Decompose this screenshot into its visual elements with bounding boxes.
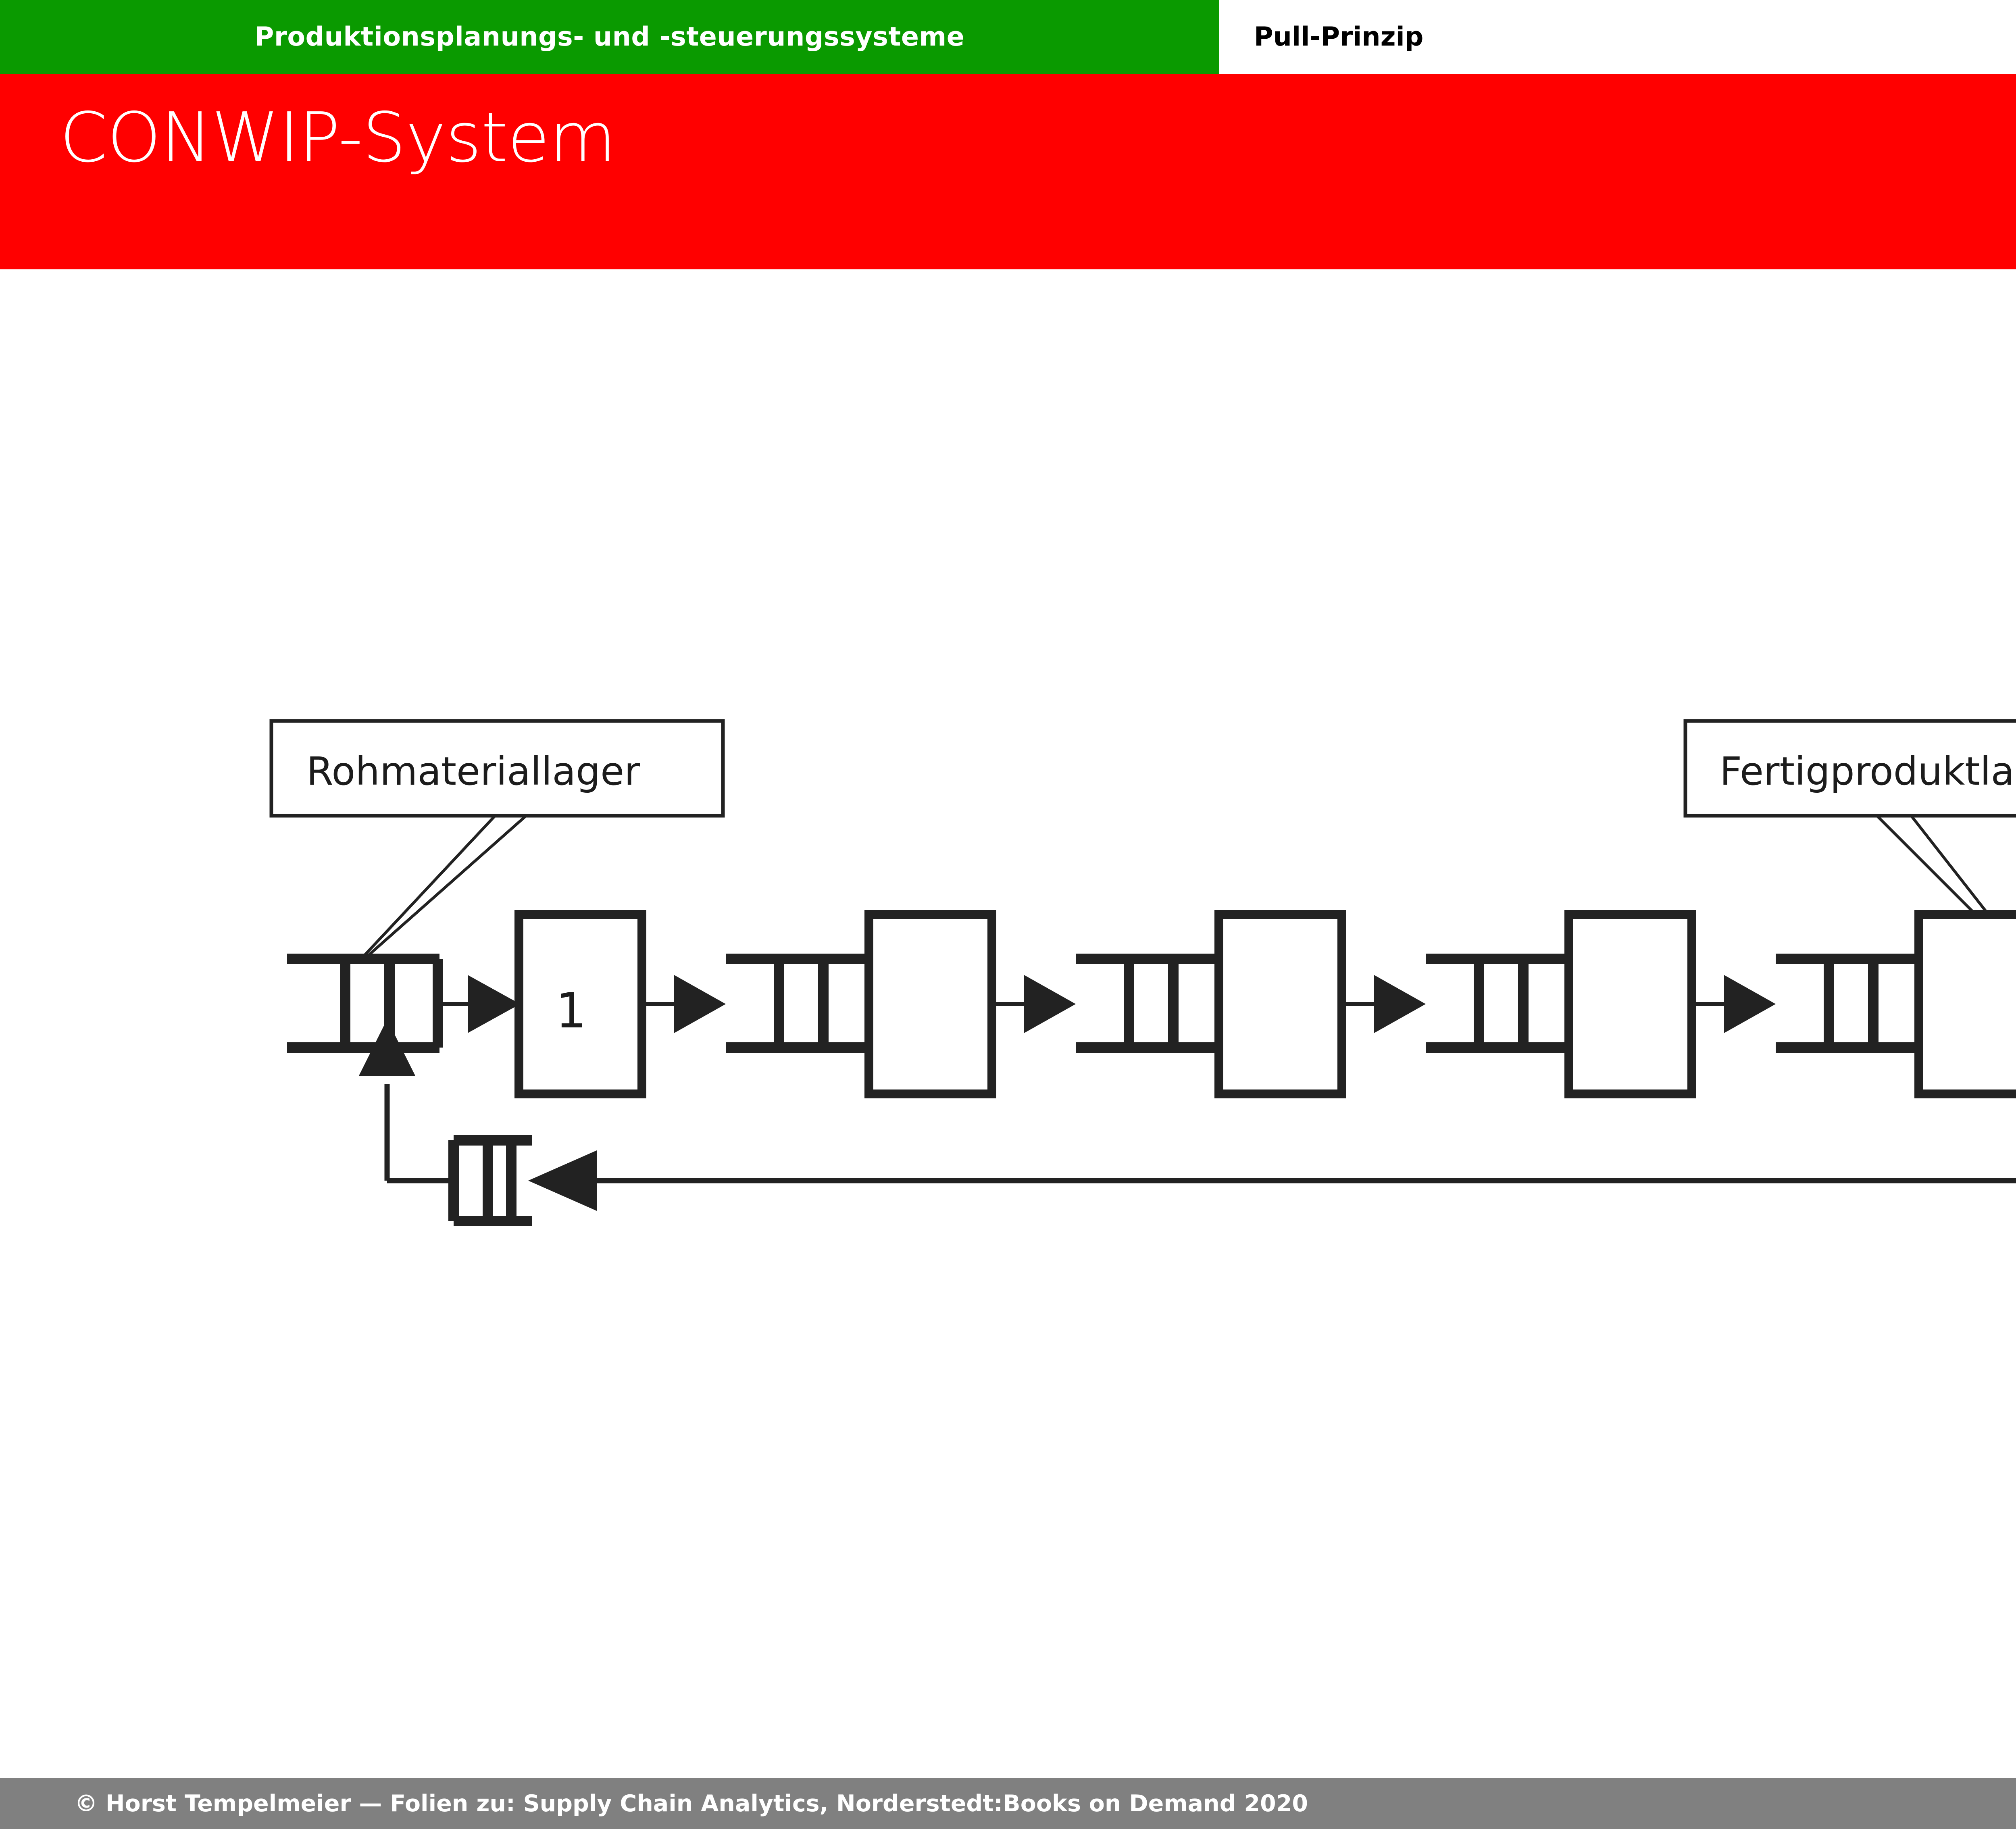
machine-label-1: 1 xyxy=(556,983,586,1039)
buffer-conwip-cards xyxy=(448,1135,532,1226)
callout-label-fertigproduktlager: Fertigproduktlager xyxy=(1720,749,2016,794)
slide-footer: © Horst Tempelmeier — Folien zu: Supply … xyxy=(0,1778,2016,1829)
title-banner: CONWIP-System xyxy=(0,74,2016,269)
page-title: CONWIP-System xyxy=(60,98,616,178)
machine-box-4 xyxy=(1564,910,1696,1098)
slide-header: Produktionsplanungs- und -steuerungssyst… xyxy=(0,0,2016,74)
machine-box-3 xyxy=(1214,910,1346,1098)
course-title: Produktionsplanungs- und -steuerungssyst… xyxy=(254,22,965,52)
machine-box-5 xyxy=(1914,910,2016,1098)
buffer-4 xyxy=(1426,954,1571,1053)
header-green-band xyxy=(0,0,1219,74)
section-title: Pull-Prinzip xyxy=(1254,22,1424,52)
conwip-feedback-loop xyxy=(359,1019,2016,1226)
buffer-1 xyxy=(287,954,443,1053)
conwip-diagram: Rohmateriallager Fertigproduktlager Auft… xyxy=(0,269,2016,1713)
callout-label-rohmateriallager: Rohmateriallager xyxy=(306,749,640,794)
buffer-2 xyxy=(726,954,871,1053)
buffer-3 xyxy=(1076,954,1221,1053)
footer-copyright: © Horst Tempelmeier — Folien zu: Supply … xyxy=(75,1790,1308,1817)
machine-box-2 xyxy=(864,910,996,1098)
callout-fertigproduktlager xyxy=(1683,719,2016,956)
callout-rohmateriallager xyxy=(269,719,725,956)
buffer-5 xyxy=(1776,954,1921,1053)
slide-content: Rohmateriallager Fertigproduktlager Auft… xyxy=(0,269,2016,1713)
